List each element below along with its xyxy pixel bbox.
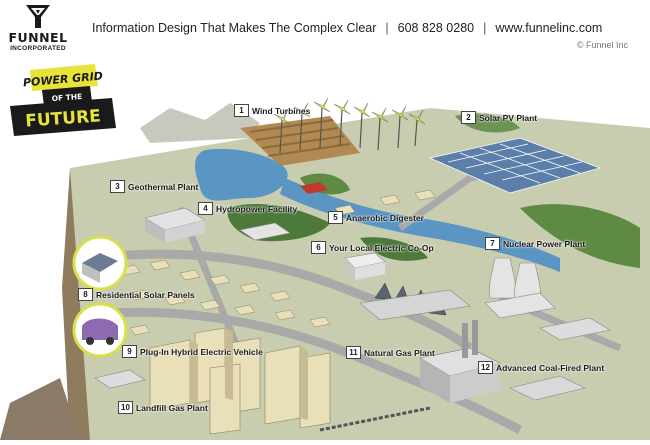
label-text: Geothermal Plant	[128, 181, 199, 192]
title-badge: POWER GRID OF THE FUTURE	[10, 64, 116, 136]
label-number: 12	[478, 361, 493, 374]
header-bar: FUNNEL INCORPORATED Information Design T…	[0, 0, 650, 59]
label-number: 3	[110, 180, 125, 193]
label-number: 10	[118, 401, 133, 414]
label-text: Residential Solar Panels	[96, 289, 195, 300]
label-number: 8	[78, 288, 93, 301]
label-text: Nuclear Power Plant	[503, 238, 586, 249]
website-link[interactable]: www.funnelinc.com	[495, 21, 603, 35]
brand-name: FUNNEL	[8, 30, 68, 45]
copyright-text: © Funnel Inc	[576, 40, 628, 50]
label-text: Your Local Electric Co-Op	[329, 242, 434, 253]
tagline-text: Information Design That Makes The Comple…	[92, 21, 377, 35]
label-number: 7	[485, 237, 500, 250]
separator: |	[385, 21, 389, 35]
label-text: Solar PV Plant	[479, 112, 538, 123]
label-text: Advanced Coal-Fired Plant	[496, 362, 605, 373]
map-illustration: POWER GRID OF THE FUTURE	[0, 58, 650, 440]
phone-number[interactable]: 608 828 0280	[397, 21, 475, 35]
separator: |	[483, 21, 487, 35]
title-line-2: OF THE	[51, 92, 82, 103]
label-text: Landfill Gas Plant	[136, 402, 208, 413]
label-number: 9	[122, 345, 137, 358]
header-tagline-row: Information Design That Makes The Comple…	[92, 21, 602, 35]
brand-sub: INCORPORATED	[10, 45, 66, 52]
label-number: 5	[328, 211, 343, 224]
label-number: 1	[234, 104, 249, 117]
label-number: 4	[198, 202, 213, 215]
funnel-icon	[26, 5, 50, 28]
label-number: 11	[346, 346, 361, 359]
label-text: Plug-In Hybrid Electric Vehicle	[140, 346, 263, 357]
label-number: 2	[461, 111, 476, 124]
label-number: 6	[311, 241, 326, 254]
funnel-logo[interactable]: FUNNEL INCORPORATED	[4, 3, 72, 55]
label-text: Wind Turbines	[252, 105, 311, 116]
label-text: Hydropower Facility	[216, 203, 298, 214]
label-text: Natural Gas Plant	[364, 347, 435, 358]
label-text: Anaerobic Digester	[346, 212, 424, 223]
